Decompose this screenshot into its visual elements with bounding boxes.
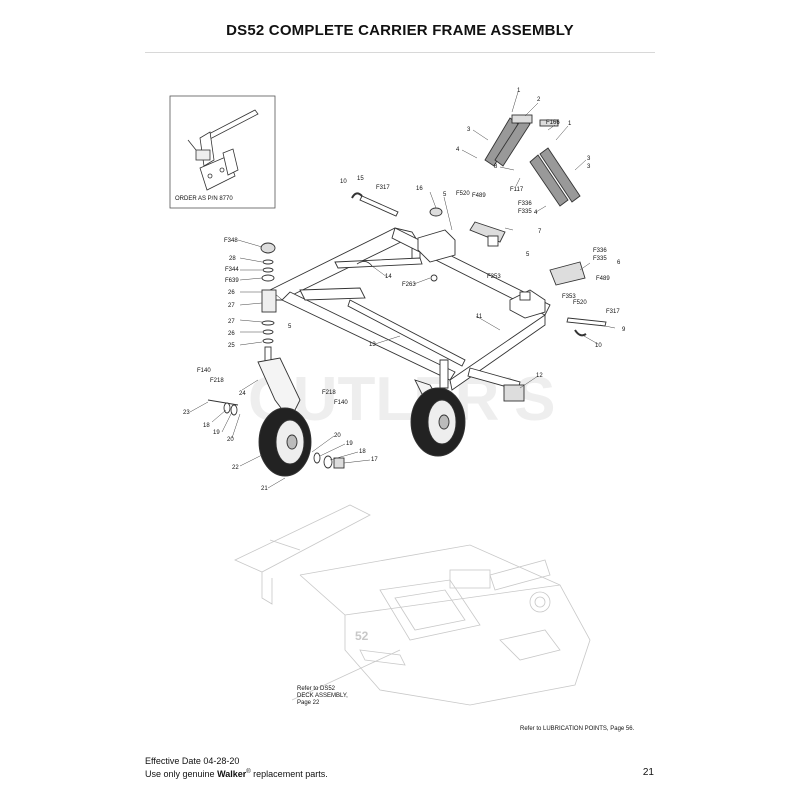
part-callouts: 1 2 F166 1 3 3 4 8 F117 4 3 10 15 F317 1…: [183, 88, 626, 492]
callout-label: 1: [568, 121, 572, 127]
lubrication-note: Refer to LUBRICATION POINTS, Page 56.: [520, 726, 635, 732]
footer-disclaimer-suffix: replacement parts.: [250, 769, 328, 779]
callout-label: F520: [573, 300, 587, 306]
callout-label: F520: [456, 191, 470, 197]
callout-label: 27: [228, 319, 235, 325]
title-divider: [145, 52, 655, 53]
callout-label: 4: [534, 210, 538, 216]
callout-label: 18: [203, 423, 210, 429]
callout-label: 11: [476, 314, 483, 320]
callout-label: 27: [228, 303, 235, 309]
page-title: DS52 COMPLETE CARRIER FRAME ASSEMBLY: [226, 22, 574, 39]
callout-label: 28: [229, 256, 236, 262]
callout-label: 5: [526, 252, 530, 258]
deck-reference-line: Refer to DS52: [297, 686, 336, 692]
footer-brand: Walker: [217, 769, 247, 779]
callout-label: F489: [472, 193, 486, 199]
callout-label: 15: [357, 176, 364, 182]
callout-label: 9: [622, 327, 626, 333]
callout-label: 7: [538, 229, 542, 235]
callout-label: F336: [518, 201, 532, 207]
callout-label: F166: [546, 120, 560, 126]
footer-disclaimer: Use only genuine Walker® replacement par…: [145, 767, 328, 779]
callout-label: F489: [596, 276, 610, 282]
carrier-frame-drawing: [207, 114, 607, 477]
callout-label: 2: [537, 97, 541, 103]
callout-label: F336: [593, 248, 607, 254]
callout-label: F639: [225, 278, 239, 284]
deck-label: 52: [355, 629, 369, 643]
callout-label: F353: [562, 294, 576, 300]
callout-label: 21: [261, 486, 268, 492]
callout-label: 14: [385, 274, 392, 280]
callout-label: F317: [376, 185, 390, 191]
footer-effective-date: Effective Date 04-28-20: [145, 756, 240, 766]
callout-label: 17: [371, 457, 378, 463]
callout-label: 5: [288, 324, 292, 330]
callout-label: 1: [517, 88, 521, 94]
inset-caption: ORDER AS P/N 8770: [175, 196, 233, 202]
callout-label: F218: [322, 390, 336, 396]
deck-reference-line: DECK ASSEMBLY,: [297, 693, 348, 699]
callout-label: F348: [224, 238, 238, 244]
callout-label: 16: [416, 186, 423, 192]
inset-part-drawing: [187, 109, 259, 191]
callout-label: F317: [606, 309, 620, 315]
callout-label: F335: [593, 256, 607, 262]
callout-label: 19: [213, 430, 220, 436]
callout-label: 20: [227, 437, 234, 443]
callout-label: F263: [402, 282, 416, 288]
deck-ghost-drawing: 52: [234, 504, 591, 706]
callout-label: 3: [587, 164, 591, 170]
callout-label: 3: [587, 156, 591, 162]
callout-label: F218: [210, 378, 224, 384]
callout-label: 20: [334, 433, 341, 439]
inset-panel: ORDER AS P/N 8770: [169, 95, 276, 209]
footer-registered-mark: ®: [246, 769, 251, 775]
callout-label: 5: [443, 192, 447, 198]
callout-label: 26: [228, 290, 235, 296]
callout-label: F140: [197, 368, 211, 374]
page-number: 21: [642, 767, 654, 778]
callout-label: 3: [467, 127, 471, 133]
callout-label: F140: [334, 400, 348, 406]
footer-disclaimer-prefix: Use only genuine: [145, 769, 218, 779]
callout-label: 26: [228, 331, 235, 337]
callout-label: 25: [228, 343, 235, 349]
callout-label: 4: [456, 147, 460, 153]
callout-label: 13: [369, 342, 376, 348]
callout-label: 18: [359, 449, 366, 455]
callout-label: 23: [183, 410, 190, 416]
callout-label: 22: [232, 465, 239, 471]
callout-label: 10: [340, 179, 347, 185]
callout-label: 19: [346, 441, 353, 447]
callout-label: 24: [239, 391, 246, 397]
callout-label: F117: [510, 187, 524, 193]
callout-label: 8: [494, 164, 498, 170]
callout-label: F335: [518, 209, 532, 215]
deck-reference-note: Refer to DS52 DECK ASSEMBLY, Page 22: [297, 686, 348, 707]
callout-label: 12: [536, 373, 543, 379]
callout-label: 6: [617, 260, 621, 266]
deck-reference-line: Page 22: [297, 700, 320, 706]
callout-label: 10: [595, 343, 602, 349]
callout-label: F344: [225, 267, 239, 273]
callout-label: F353: [487, 274, 501, 280]
leader-lines: [189, 91, 616, 489]
